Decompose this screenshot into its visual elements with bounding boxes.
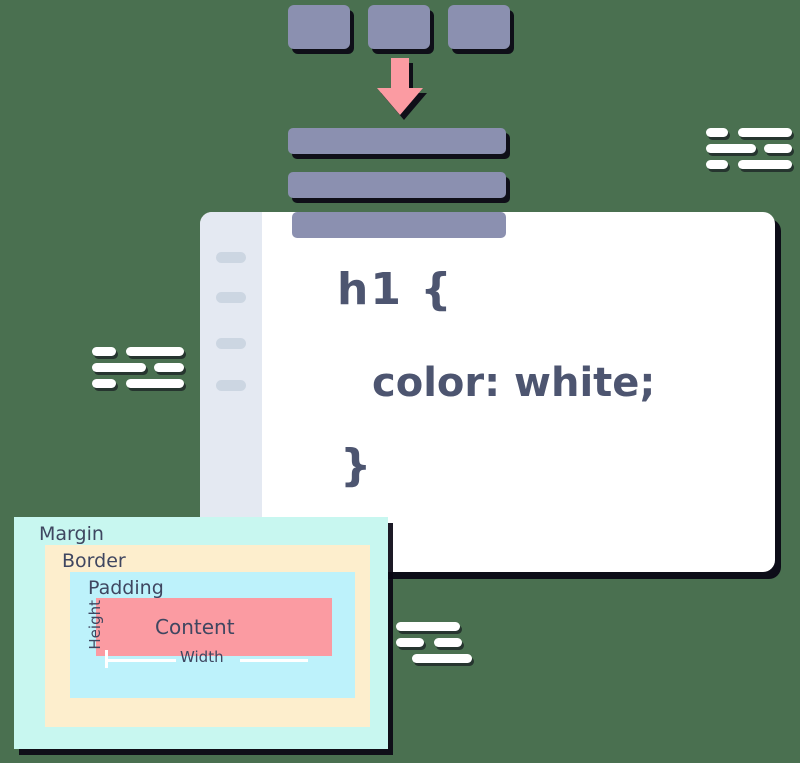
deco-bar — [126, 347, 184, 356]
deco-bar — [706, 128, 728, 137]
deco-bar — [706, 160, 728, 169]
box-model-border-label: Border — [62, 550, 126, 572]
width-measure-line-left — [108, 659, 176, 662]
deco-bar — [154, 363, 184, 372]
top-block-3 — [448, 5, 510, 49]
deco-bar — [706, 144, 756, 153]
box-model-margin-label: Margin — [39, 523, 104, 545]
sidebar-tick — [216, 292, 246, 303]
deco-right-top — [706, 128, 792, 170]
editor-sidebar — [200, 212, 262, 572]
box-model-height-label: Height — [86, 600, 104, 650]
deco-bar — [92, 363, 146, 372]
top-bar-1 — [288, 128, 506, 154]
box-model-width-label: Width — [180, 648, 224, 666]
deco-bar — [738, 128, 792, 137]
css-box-model-diagram — [14, 517, 388, 749]
code-line-selector: h1 { — [337, 264, 454, 315]
box-model-padding-label: Padding — [88, 577, 164, 599]
box-model-content-area — [96, 598, 332, 656]
sidebar-tick — [216, 380, 246, 391]
code-line-declaration: color: white; — [372, 360, 656, 406]
deco-bar — [92, 379, 116, 388]
box-model-border-area — [45, 545, 370, 727]
height-measure-tick — [105, 650, 108, 668]
deco-bar — [738, 160, 792, 169]
width-measure-line-right — [240, 659, 308, 662]
deco-bar — [396, 638, 424, 647]
sidebar-tick — [216, 252, 246, 263]
top-bar-3 — [292, 212, 506, 238]
code-line-closing-brace: } — [340, 440, 372, 491]
sidebar-tick — [216, 338, 246, 349]
deco-left-middle — [92, 347, 184, 389]
code-editor-window[interactable]: h1 { color: white; } — [200, 212, 775, 572]
down-arrow-icon — [374, 58, 426, 116]
box-model-padding-area — [70, 572, 355, 698]
top-block-1 — [288, 5, 350, 49]
deco-bar — [126, 379, 184, 388]
deco-bar — [434, 638, 462, 647]
box-model-content-label: Content — [155, 615, 235, 639]
deco-bar — [396, 622, 460, 631]
deco-bottom-center — [396, 622, 472, 664]
top-block-2 — [368, 5, 430, 49]
deco-bar — [92, 347, 116, 356]
deco-bar — [764, 144, 792, 153]
editor-code-area[interactable]: h1 { color: white; } — [262, 212, 775, 572]
top-bar-2 — [288, 172, 506, 198]
deco-bar — [412, 654, 472, 663]
